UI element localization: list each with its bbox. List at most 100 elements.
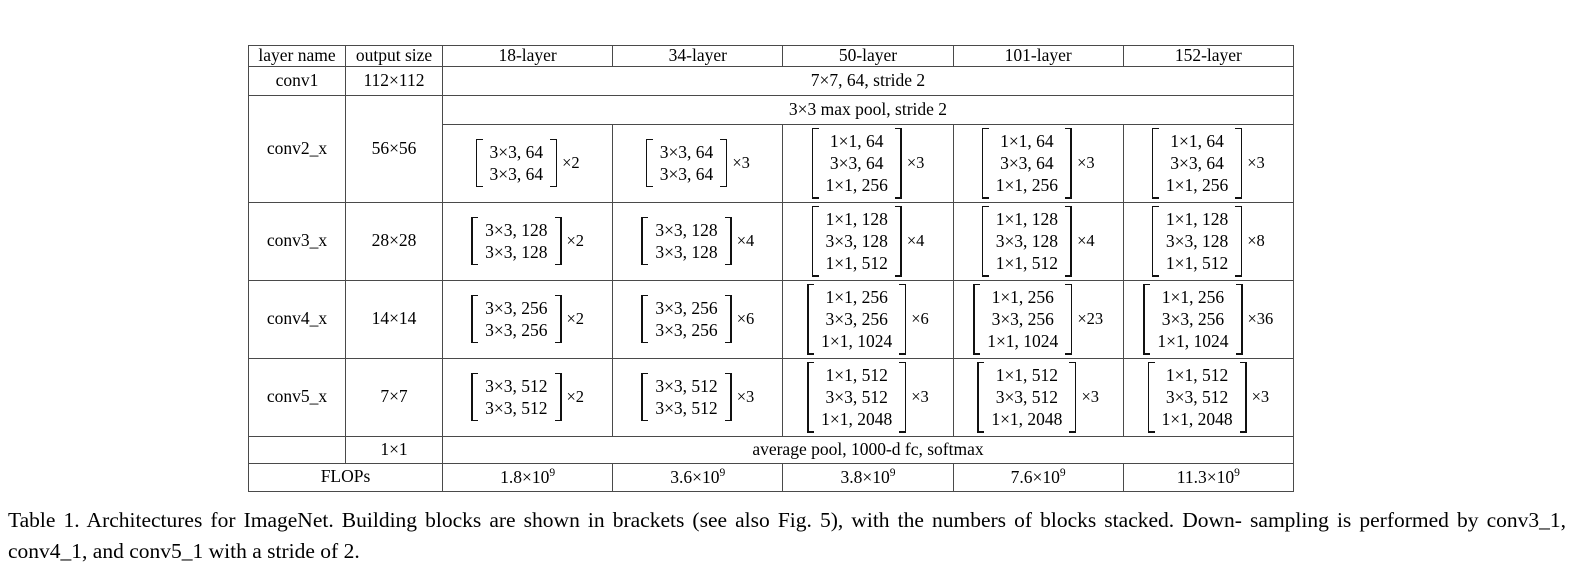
output-size-cell: 28×28 (345, 201, 443, 281)
block-line: 1×1, 256 (825, 286, 888, 307)
left-bracket-icon (1147, 361, 1155, 433)
output-size-cell: 14×14 (345, 279, 443, 359)
layer-name-cell: conv3_x (248, 201, 346, 281)
block-multiplier: ×2 (566, 230, 585, 250)
left-bracket-icon (981, 205, 989, 277)
block-line: 1×1, 512 (825, 253, 888, 274)
block-line: 3×3, 128 (655, 219, 718, 240)
block-line: 1×1, 256 (1161, 286, 1225, 307)
block-multiplier: ×36 (1247, 308, 1274, 328)
block-multiplier: ×4 (906, 230, 925, 250)
block-line: 3×3, 64 (659, 164, 714, 185)
block-line: 1×1, 1024 (1157, 331, 1229, 352)
left-bracket-icon (475, 138, 483, 188)
block-line: 3×3, 128 (825, 230, 888, 251)
avgpool-spec: average pool, 1000-d fc, softmax (442, 435, 1294, 464)
block-line: 1×1, 512 (1165, 253, 1229, 274)
left-bracket-icon (1151, 127, 1159, 199)
flops-value-4: 11.3×109 (1122, 462, 1294, 492)
left-bracket-icon (811, 205, 819, 277)
flops-value-2: 3.8×109 (782, 462, 954, 492)
flops-exponent: 9 (1059, 466, 1066, 479)
block-line: 1×1, 128 (825, 208, 888, 229)
right-bracket-icon (554, 216, 562, 266)
left-bracket-icon (471, 372, 479, 422)
maxpool-spec: 3×3 max pool, stride 2 (442, 94, 1294, 125)
right-bracket-icon (724, 216, 732, 266)
left-bracket-icon (1151, 205, 1159, 277)
block-multiplier: ×2 (566, 386, 585, 406)
left-bracket-icon (807, 361, 815, 433)
left-bracket-icon (641, 294, 649, 344)
right-bracket-icon (1065, 127, 1073, 199)
layer-name-cell: conv2_x (248, 94, 346, 203)
block-line: 3×3, 512 (485, 375, 548, 396)
column-header-6: 152-layer (1122, 45, 1294, 67)
block-multiplier: ×2 (566, 308, 585, 328)
block-line: 3×3, 128 (655, 242, 718, 263)
left-bracket-icon (981, 127, 989, 199)
block-line: 3×3, 512 (655, 398, 718, 419)
left-bracket-icon (977, 361, 985, 433)
flops-exponent: 9 (719, 466, 726, 479)
right-bracket-icon (554, 294, 562, 344)
flops-value-0: 1.8×109 (441, 462, 614, 492)
block-multiplier: ×3 (911, 386, 929, 406)
flops-value-3: 7.6×109 (952, 462, 1124, 492)
block-multiplier: ×23 (1077, 308, 1104, 328)
column-header-2: 18-layer (441, 45, 614, 67)
left-bracket-icon (811, 127, 819, 199)
figure-caption: Table 1. Architectures for ImageNet. Bui… (8, 505, 1566, 566)
block-multiplier: ×4 (1077, 230, 1095, 250)
block-line: 3×3, 128 (1165, 230, 1229, 251)
flops-exponent: 9 (549, 466, 556, 479)
left-bracket-icon (807, 283, 815, 355)
column-header-4: 50-layer (782, 45, 954, 67)
right-bracket-icon (724, 294, 732, 344)
right-bracket-icon (720, 138, 728, 188)
block-line: 1×1, 2048 (821, 409, 893, 430)
layer-name-cell: conv1 (248, 65, 346, 96)
right-bracket-icon (1235, 283, 1243, 355)
block-multiplier: ×6 (911, 308, 929, 328)
block-line: 3×3, 128 (485, 242, 548, 263)
right-bracket-icon (894, 205, 902, 277)
block-line: 3×3, 256 (655, 320, 718, 341)
flops-exponent: 9 (1234, 466, 1240, 479)
layer-name-cell (248, 435, 346, 464)
block-line: 3×3, 256 (991, 308, 1054, 329)
caption-line-1: Table 1. Architectures for ImageNet. Bui… (8, 508, 1242, 532)
column-header-3: 34-layer (612, 45, 784, 67)
conv1-spec: 7×7, 64, stride 2 (442, 65, 1294, 96)
output-size-cell: 7×7 (345, 357, 443, 437)
